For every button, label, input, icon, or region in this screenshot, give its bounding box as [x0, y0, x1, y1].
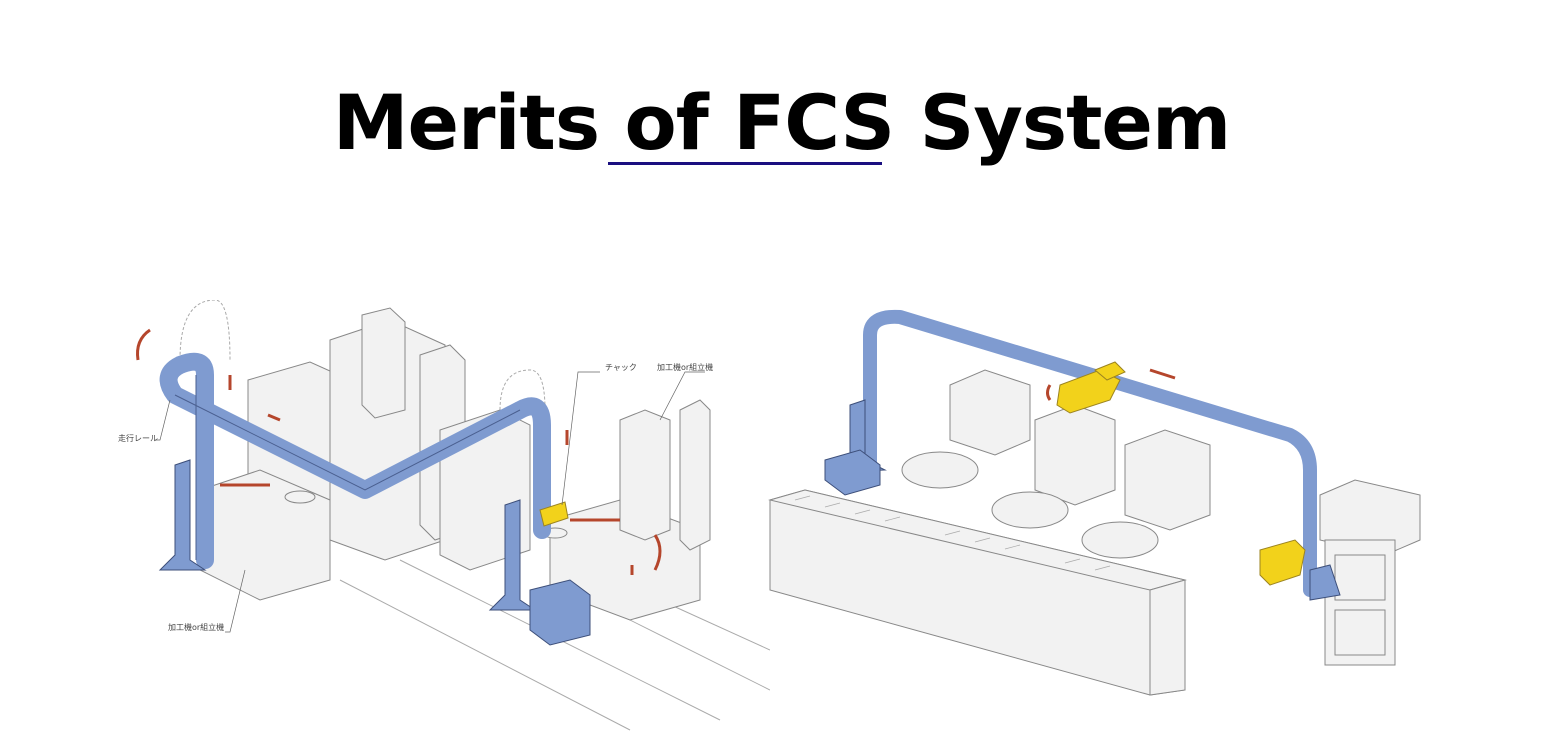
travel-rail [159, 352, 551, 569]
rail-edge [174, 375, 521, 560]
motion-arrows [1046, 368, 1176, 401]
title-underline [608, 162, 882, 165]
rail-base-unit [824, 399, 1341, 601]
gripper-unit [539, 501, 569, 527]
feeder-hoppers [901, 369, 1421, 666]
conveyor [768, 489, 1187, 696]
conveyor-slats [794, 495, 1111, 571]
rail-stands [158, 459, 591, 646]
rail-label: 走行レール [118, 433, 158, 443]
machining-line-illustration: 走行レール チャック 加工機or組立機 加工機or組立機 [100, 299, 771, 733]
chuck-label: チャック [605, 363, 637, 372]
parts-feeder-line-illustration [765, 300, 1425, 700]
machines [199, 307, 711, 621]
machine-label-top: 加工機or組立機 [657, 362, 713, 372]
label-leaders [155, 371, 705, 633]
gripper-units [1056, 361, 1306, 586]
machine-label-bottom: 加工機or組立機 [168, 622, 224, 632]
motion-arrows [136, 328, 662, 575]
page-title: Merits of FCS System [332, 77, 1231, 167]
